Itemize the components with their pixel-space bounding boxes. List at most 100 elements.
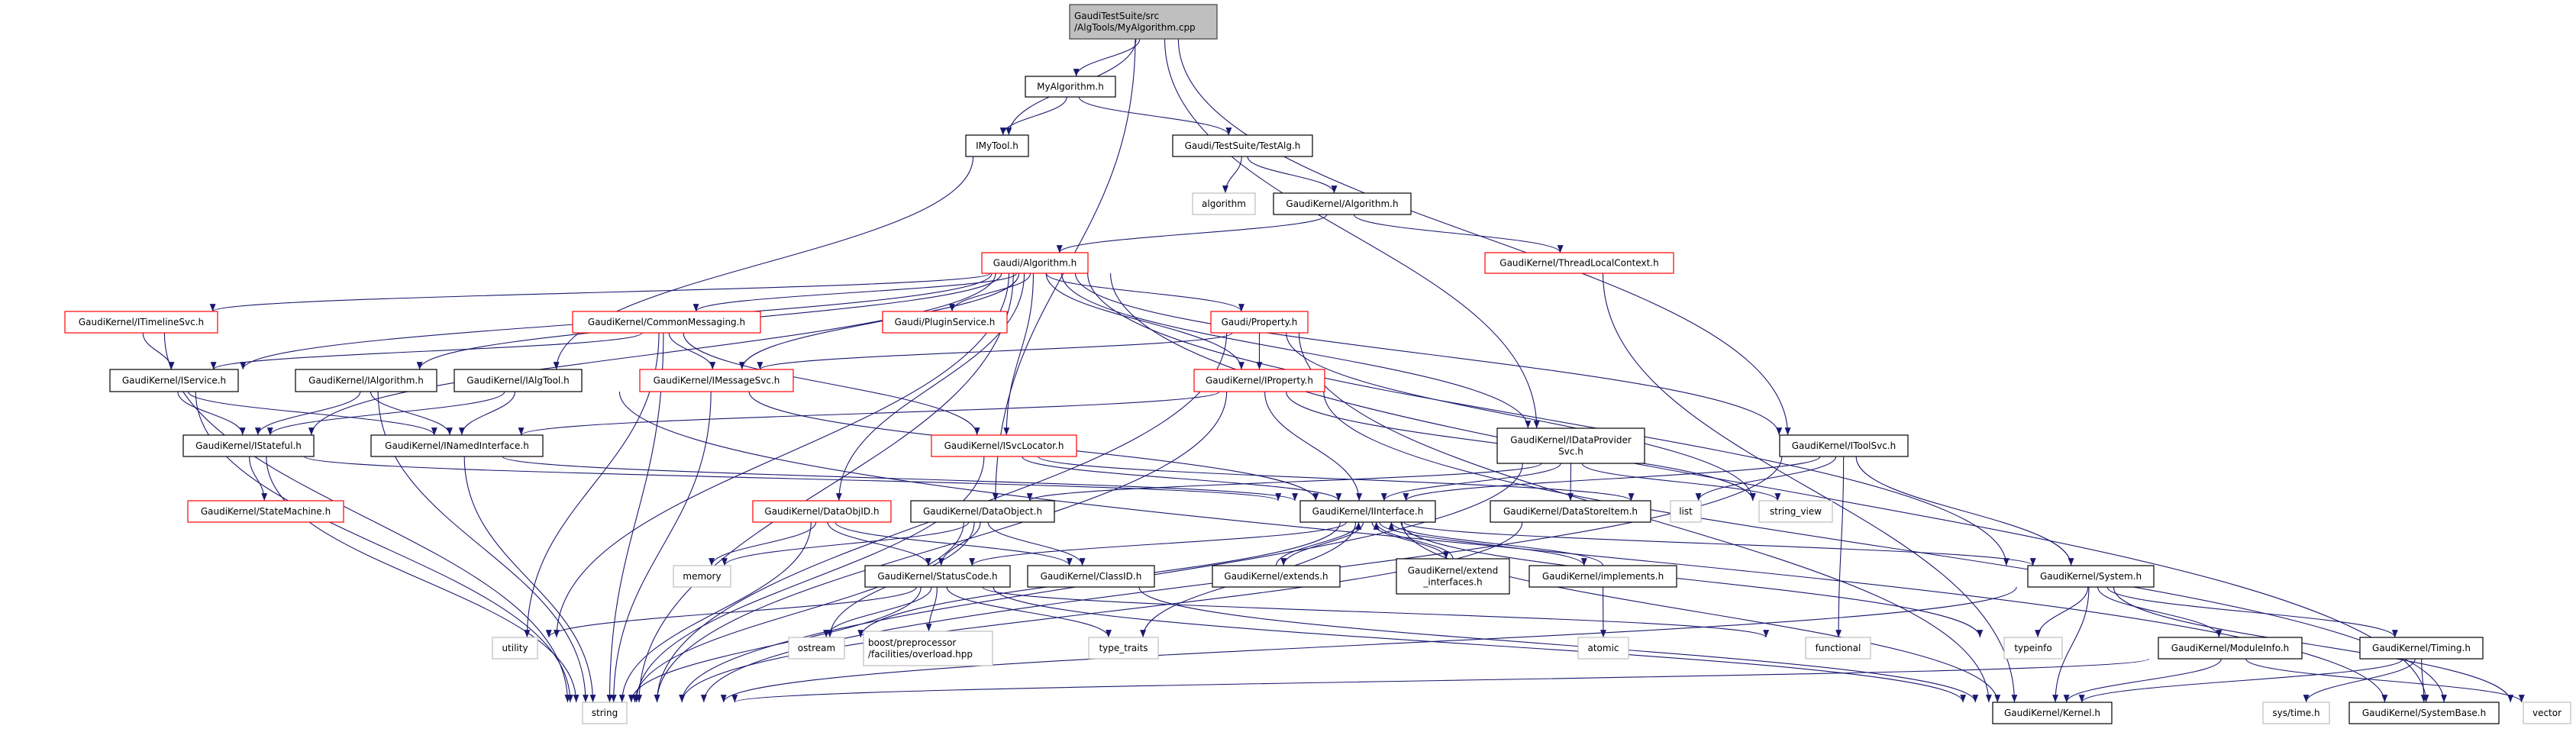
node-label: MyAlgorithm.h xyxy=(1037,82,1104,92)
edge-galg-to-system xyxy=(1087,273,2009,566)
edge-ialgtool-to-istateful xyxy=(266,391,505,436)
node-root[interactable]: GaudiTestSuite/src/AlgTools/MyAlgorithm.… xyxy=(1069,4,1218,40)
node-systime[interactable]: sys/time.h xyxy=(2262,702,2330,724)
node-tlc[interactable]: GaudiKernel/ThreadLocalContext.h xyxy=(1484,252,1674,274)
node-iinterface[interactable]: GaudiKernel/IInterface.h xyxy=(1299,500,1436,523)
node-istateful[interactable]: GaudiKernel/IStateful.h xyxy=(182,434,315,457)
node-itoolsvc[interactable]: GaudiKernel/IToolSvc.h xyxy=(1779,434,1909,457)
edge-myalg-to-testalg xyxy=(1078,96,1232,136)
node-system[interactable]: GaudiKernel/System.h xyxy=(2027,565,2155,588)
node-label: Svc.h xyxy=(1558,447,1583,457)
node-label: GaudiKernel/extends.h xyxy=(1224,571,1328,582)
node-box xyxy=(1210,311,1309,334)
node-list[interactable]: list xyxy=(1670,500,1702,523)
node-label: Gaudi/Property.h xyxy=(1222,317,1298,327)
node-functional[interactable]: functional xyxy=(1805,637,1871,660)
edge-dataobjid-to-statuscode xyxy=(827,521,931,566)
node-implements[interactable]: GaudiKernel/implements.h xyxy=(1528,565,1677,588)
node-ialgtool[interactable]: GaudiKernel/IAlgTool.h xyxy=(454,369,583,392)
node-box xyxy=(1758,500,1833,523)
node-iproperty[interactable]: GaudiKernel/IProperty.h xyxy=(1193,369,1325,392)
node-dataobject[interactable]: GaudiKernel/DataObject.h xyxy=(910,500,1055,523)
node-box xyxy=(572,311,761,334)
node-statemachine[interactable]: GaudiKernel/StateMachine.h xyxy=(187,500,344,523)
node-box xyxy=(2027,565,2155,588)
node-box xyxy=(1212,565,1341,588)
node-statuscode[interactable]: GaudiKernel/StatusCode.h xyxy=(864,565,1011,588)
node-datastoreitem[interactable]: GaudiKernel/DataStoreItem.h xyxy=(1490,500,1651,523)
node-box xyxy=(2348,702,2500,724)
node-vector[interactable]: vector xyxy=(2523,702,2571,724)
node-string[interactable]: string xyxy=(582,702,628,724)
edge-system-to-typeinfo xyxy=(2035,586,2089,638)
edge-statuscode-to-string xyxy=(628,586,922,703)
node-isvcloc[interactable]: GaudiKernel/ISvcLocator.h xyxy=(931,434,1077,457)
node-label: /facilities/overload.hpp xyxy=(868,649,973,660)
node-systembase[interactable]: GaudiKernel/SystemBase.h xyxy=(2348,702,2500,724)
node-label: GaudiKernel/DataObjID.h xyxy=(764,506,879,517)
node-label: GaudiKernel/ThreadLocalContext.h xyxy=(1499,258,1658,269)
node-label: functional xyxy=(1816,643,1861,653)
edge-extends-to-iinterface xyxy=(1275,521,1362,566)
edge-isvcloc-to-list xyxy=(1038,456,1635,502)
edge-isvcloc-to-iinterface xyxy=(1022,456,1342,502)
node-gkalg[interactable]: GaudiKernel/Algorithm.h xyxy=(1273,192,1412,215)
edge-system-to-timing xyxy=(2106,586,2398,638)
node-imytool[interactable]: IMyTool.h xyxy=(965,134,1029,157)
node-dataobjid[interactable]: GaudiKernel/DataObjID.h xyxy=(752,500,892,523)
node-box xyxy=(1490,500,1651,523)
edge-idatasvc-to-string_view xyxy=(1581,463,1781,502)
node-box xyxy=(1273,192,1412,215)
edge-commsg-to-iservice xyxy=(210,332,643,370)
node-box xyxy=(582,702,628,724)
edge-iservice-to-istateful xyxy=(177,391,246,436)
node-extends[interactable]: GaudiKernel/extends.h xyxy=(1212,565,1341,588)
node-label: GaudiKernel/ModuleInfo.h xyxy=(2171,643,2290,653)
node-label: GaudiKernel/IToolSvc.h xyxy=(1792,440,1896,451)
node-typeinfo[interactable]: typeinfo xyxy=(2003,637,2063,660)
node-box xyxy=(931,434,1077,457)
edge-timing-to-kernel xyxy=(2078,658,2403,703)
node-ostream[interactable]: ostream xyxy=(788,637,845,660)
node-testalg[interactable]: Gaudi/TestSuite/TestAlg.h xyxy=(1172,134,1313,157)
node-ialgorithm[interactable]: GaudiKernel/IAlgorithm.h xyxy=(295,369,437,392)
node-box xyxy=(454,369,583,392)
node-box xyxy=(2523,702,2571,724)
node-atomic[interactable]: atomic xyxy=(1577,637,1629,660)
node-label: IMyTool.h xyxy=(976,140,1018,151)
node-label: GaudiKernel/DataObject.h xyxy=(923,506,1042,517)
node-type_traits[interactable]: type_traits xyxy=(1088,637,1159,660)
node-itimeline[interactable]: GaudiKernel/ITimelineSvc.h xyxy=(64,311,218,334)
node-boost[interactable]: boost/preprocessor/facilities/overload.h… xyxy=(863,631,993,666)
node-commsg[interactable]: GaudiKernel/CommonMessaging.h xyxy=(572,311,761,334)
node-label: GaudiKernel/CommonMessaging.h xyxy=(588,317,745,327)
edge-itoolsvc-to-iinterface xyxy=(1403,456,1821,502)
node-label: boost/preprocessor xyxy=(868,637,956,648)
node-moduleinfo[interactable]: GaudiKernel/ModuleInfo.h xyxy=(2158,637,2303,660)
node-plugin[interactable]: Gaudi/PluginService.h xyxy=(882,311,1008,334)
node-myalg[interactable]: MyAlgorithm.h xyxy=(1025,76,1116,98)
node-algorithm[interactable]: algorithm xyxy=(1192,192,1256,215)
node-memory[interactable]: memory xyxy=(673,565,731,588)
node-box xyxy=(788,637,845,660)
node-imsgsvc[interactable]: GaudiKernel/IMessageSvc.h xyxy=(639,369,794,392)
edge-galg-to-idatasvc xyxy=(1061,273,1532,429)
node-iservice[interactable]: GaudiKernel/IService.h xyxy=(109,369,239,392)
node-string_view[interactable]: string_view xyxy=(1758,500,1833,523)
node-inamed[interactable]: GaudiKernel/INamedInterface.h xyxy=(370,434,544,457)
edge-myalg-to-imytool xyxy=(999,96,1067,136)
edge-root-to-itoolsvc xyxy=(1177,38,1791,436)
node-classid[interactable]: GaudiKernel/ClassID.h xyxy=(1027,565,1155,588)
node-galg[interactable]: Gaudi/Algorithm.h xyxy=(981,252,1089,274)
node-kernel[interactable]: GaudiKernel/Kernel.h xyxy=(1992,702,2113,724)
edge-property-to-imsgsvc xyxy=(757,332,1233,370)
node-utility[interactable]: utility xyxy=(492,637,538,660)
node-box xyxy=(370,434,544,457)
node-extendif[interactable]: GaudiKernel/extend_interfaces.h xyxy=(1396,558,1510,595)
node-timing[interactable]: GaudiKernel/Timing.h xyxy=(2359,637,2484,660)
node-property[interactable]: Gaudi/Property.h xyxy=(1210,311,1309,334)
edge-dataobject-to-string xyxy=(631,521,964,703)
node-box xyxy=(1027,565,1155,588)
edge-itoolsvc-to-system xyxy=(1855,456,2074,566)
